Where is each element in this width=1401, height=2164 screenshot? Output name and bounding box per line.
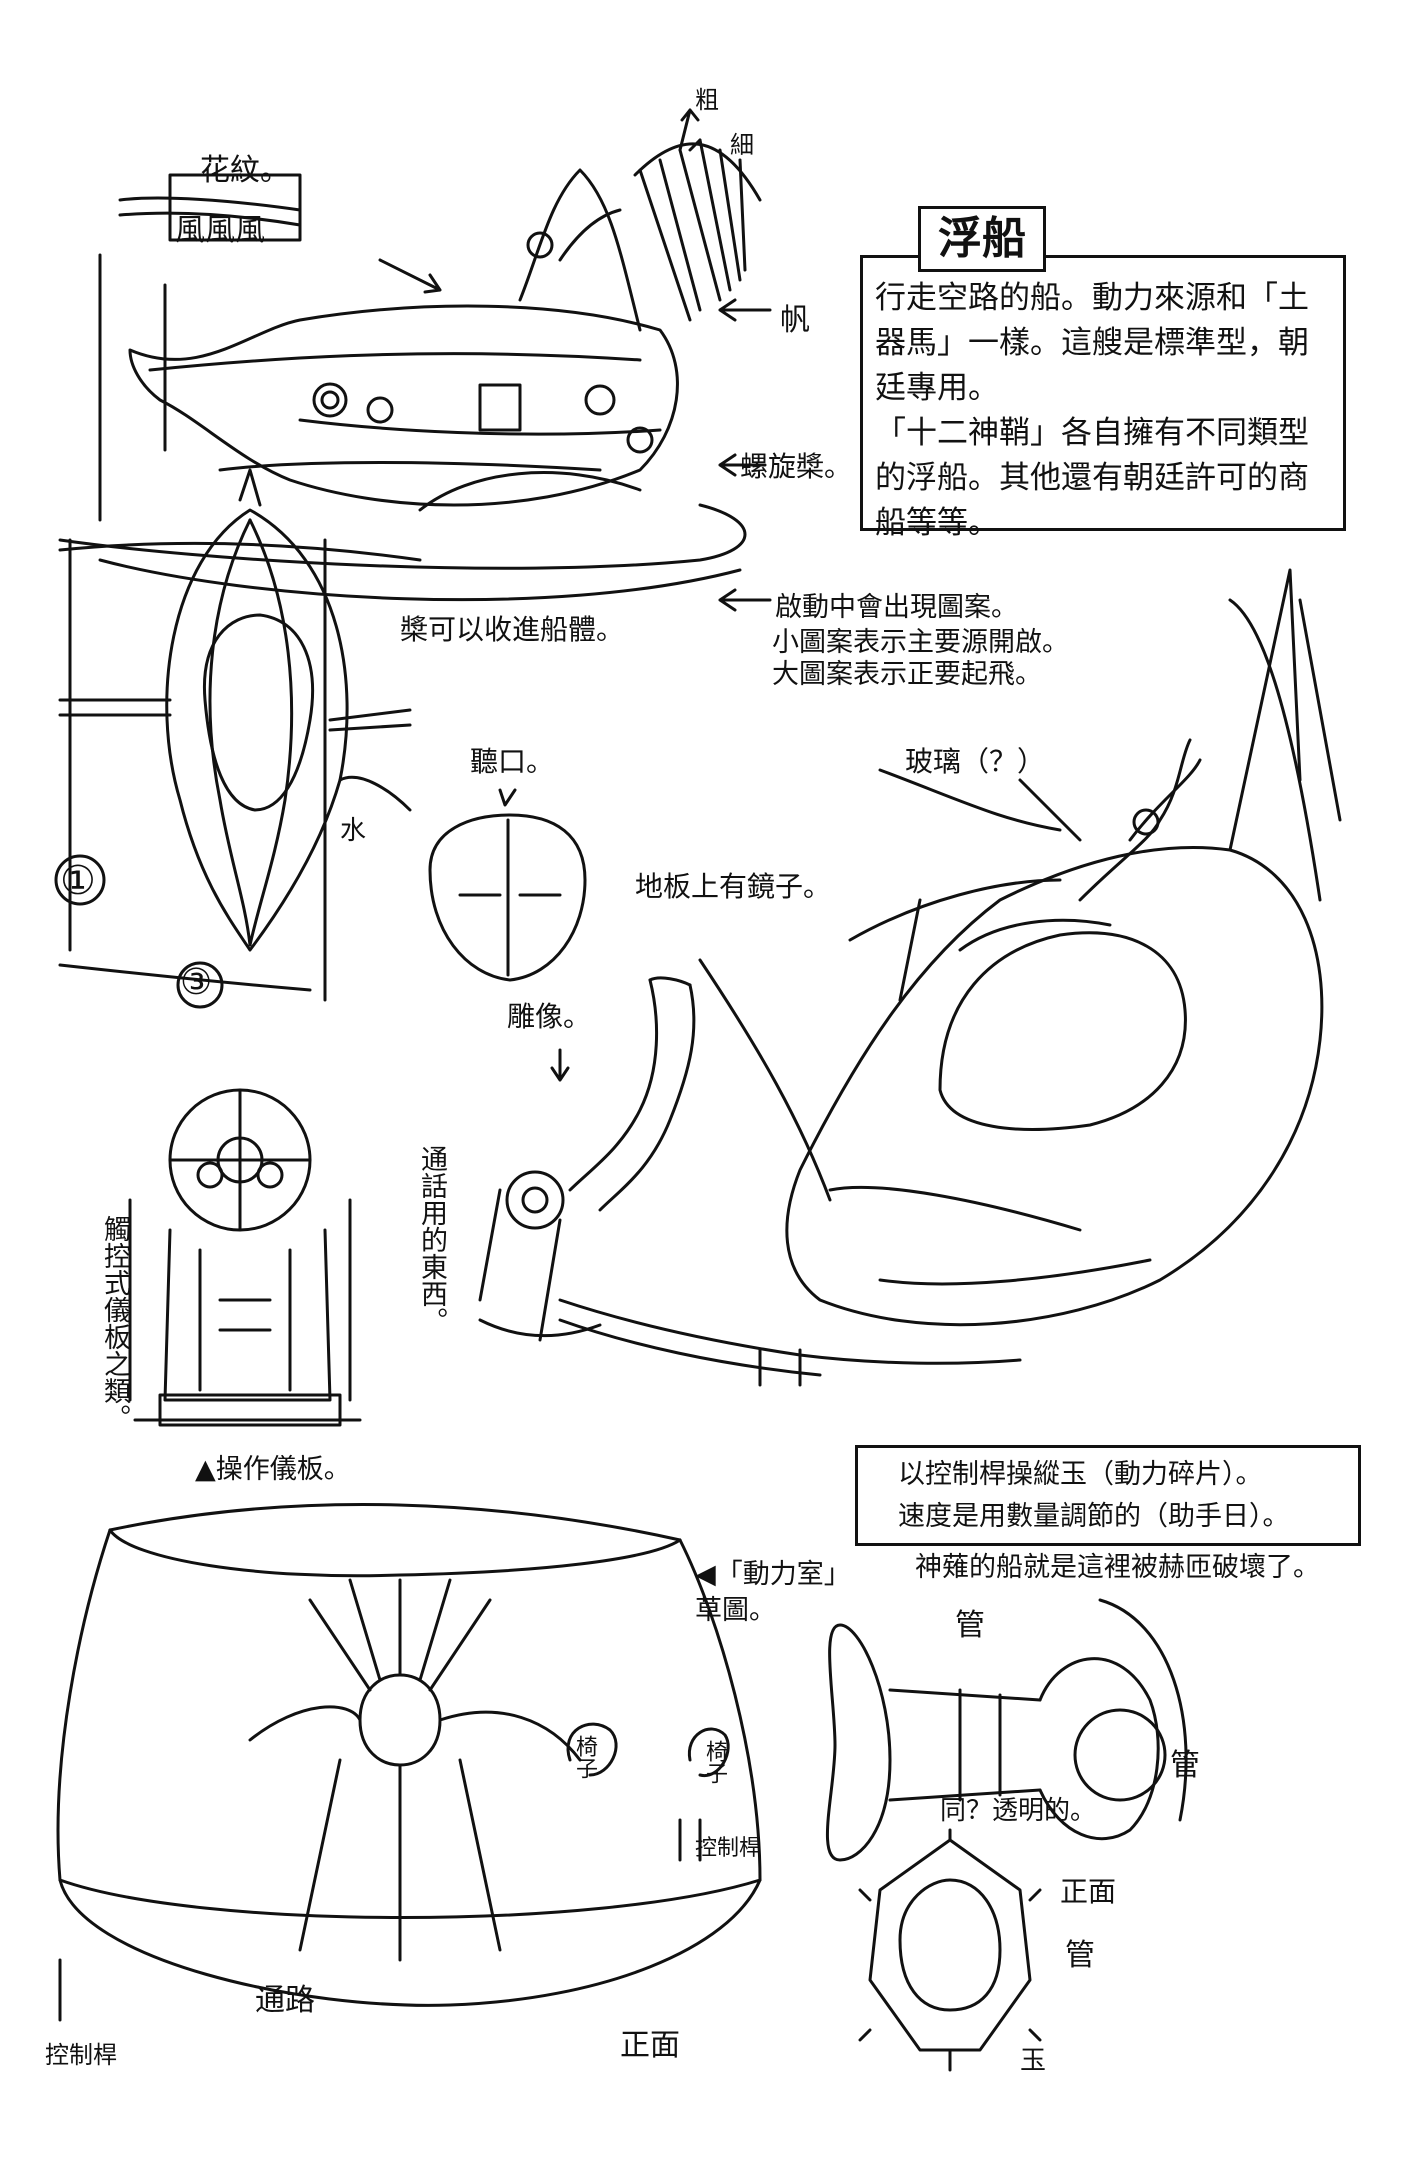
description-line: 的浮船。其他還有朝廷許可的商 — [875, 459, 1309, 496]
glass-label: 玻璃（？） — [905, 745, 1046, 778]
pipe-device-side-sketch — [825, 1598, 1188, 1862]
comm-label: 通話用的東西。 — [416, 1145, 447, 1334]
number-three-label: ③ — [180, 962, 213, 1003]
pointer-arrows — [550, 108, 1082, 1082]
touch-panel-label: 觸控式儀板之類。 — [99, 1215, 130, 1431]
retract-label: 槳可以收進船體。 — [400, 613, 625, 646]
pipe-right-label: 管 — [1170, 1748, 1200, 1783]
activation-small-label: 小圖案表示主要源開啟。 — [772, 627, 1069, 658]
water-label: 水 — [340, 816, 367, 846]
power-room-label: ◀「動力室」草圖。 — [695, 1559, 838, 1627]
earpiece-label: 聽口。 — [470, 745, 555, 778]
control-line: 以控制桿操縱玉（動力碎片）。 — [898, 1459, 1263, 1490]
transparent-label: 同？透明的。 — [940, 1796, 1097, 1826]
operation-panel-sketch — [128, 1088, 362, 1427]
operation-panel-label: ▲操作儀板。 — [195, 1454, 351, 1485]
activation-label: 啟動中會出現圖案。 — [775, 592, 1018, 623]
ship-title: 浮船 — [918, 206, 1046, 272]
description-line: 廷專用。 — [875, 369, 999, 406]
pattern-sample: 風風風 — [175, 213, 265, 248]
number-one-label: ① — [60, 858, 96, 904]
ship-top-view-sketch — [54, 468, 422, 1009]
activation-large-label: 大圖案表示正要起飛。 — [772, 659, 1042, 690]
power-room-sketch — [56, 1503, 762, 2022]
coarse-label: 粗 — [695, 86, 719, 114]
jade-label: 玉 — [1020, 2046, 1047, 2076]
control-description-box: 以控制桿操縱玉（動力碎片）。 速度是用數量調節的（助手日）。 — [855, 1445, 1361, 1546]
pipe-side-label: 管 — [1065, 1938, 1095, 1973]
pipe-top-label: 管 — [955, 1608, 985, 1643]
passage-label: 通路 — [255, 1983, 315, 2018]
control-lever-label: 控制桿 — [695, 1836, 762, 1861]
control-lever-bottom-label: 控制桿 — [45, 2041, 117, 2069]
seat-label: 椅子 — [572, 1735, 597, 1779]
carving-label: 雕像。 — [507, 1000, 592, 1033]
description-line: 船等等。 — [875, 504, 999, 541]
control-line: 速度是用數量調節的（助手日）。 — [898, 1500, 1290, 1532]
description-line: 行走空路的船。動力來源和「土 — [875, 280, 1309, 316]
description-line: 器馬」一樣。這艘是標準型，朝 — [875, 324, 1309, 361]
ship-side-view-sketch — [58, 138, 762, 602]
description-line: 「十二神鞘」各自擁有不同類型 — [875, 414, 1309, 451]
ship-description-text: 行走空路的船。動力來源和「土 器馬」一樣。這艘是標準型，朝 廷專用。 「十二神鞘… — [863, 258, 1343, 546]
fine-label: 細 — [730, 131, 754, 159]
mirror-label: 地板上有鏡子。 — [635, 870, 832, 903]
seat-label: 椅子 — [702, 1740, 727, 1784]
earpiece-sketch — [428, 788, 587, 982]
sail-label: 帆 — [780, 303, 810, 338]
jade-front-sketch — [858, 1828, 1042, 2072]
kamunagi-ship-note: 神薙的船就是這裡被赫匝破壞了。 — [915, 1552, 1320, 1583]
ship-perspective-sketch — [478, 568, 1342, 1387]
pattern-label: 花紋。 — [200, 153, 290, 188]
ship-description-box: 行走空路的船。動力來源和「土 器馬」一樣。這艘是標準型，朝 廷專用。 「十二神鞘… — [860, 255, 1346, 541]
front-bottom-label: 正面 — [620, 2028, 680, 2063]
front-right-label: 正面 — [1060, 1875, 1117, 1908]
propeller-label: 螺旋槳。 — [740, 450, 853, 483]
